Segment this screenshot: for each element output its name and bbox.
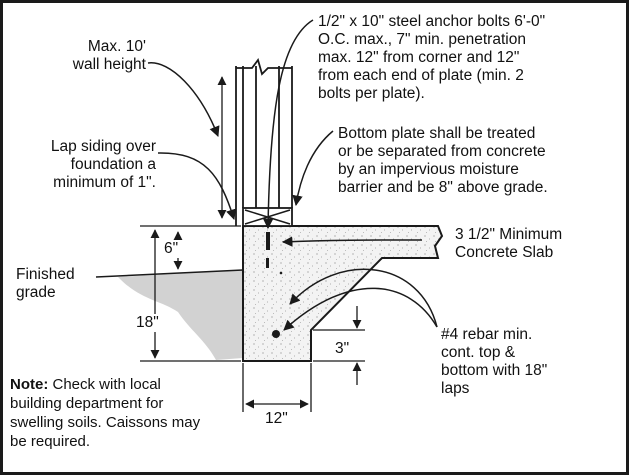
bottom-plate-leader [292, 130, 334, 207]
finished-grade-label: Finished grade [16, 266, 75, 301]
anchor-bolt-leader [262, 19, 314, 230]
lap-siding-leader [157, 152, 237, 221]
lap-siding-label: Lap siding over foundation a minimum of … [50, 138, 156, 191]
rebar-label: #4 rebar min. cont. top & bottom with 18… [441, 326, 548, 397]
rebar-top-leader [289, 268, 438, 328]
wall-height-leader [147, 62, 220, 137]
dimension-18in: 18" [135, 314, 160, 332]
note-body: Check with local building department for… [10, 376, 201, 450]
dimension-3in: 3" [334, 340, 351, 358]
rebar-bottom [272, 330, 280, 338]
anchor-bolt [266, 232, 270, 250]
slab-leader [281, 236, 423, 247]
dimension-6in: 6" [163, 240, 180, 258]
wall-framing [235, 58, 293, 226]
bottom-plate-label: Bottom plate shall be treated or be sepa… [338, 125, 548, 196]
note-text: Note: Check with local building departme… [10, 375, 208, 451]
anchor-bolt-label: 1/2" x 10" steel anchor bolts 6'-0" O.C.… [318, 13, 546, 102]
dimension-12in: 12" [264, 410, 289, 428]
soil-region [118, 270, 243, 360]
grade-line [95, 269, 244, 278]
note-heading: Note: [10, 376, 49, 393]
wall-height-label: Max. 10' wall height [72, 38, 146, 73]
rebar-bottom-leader [283, 287, 438, 331]
concrete-slab-label: 3 1/2" Minimum Concrete Slab [455, 226, 563, 261]
